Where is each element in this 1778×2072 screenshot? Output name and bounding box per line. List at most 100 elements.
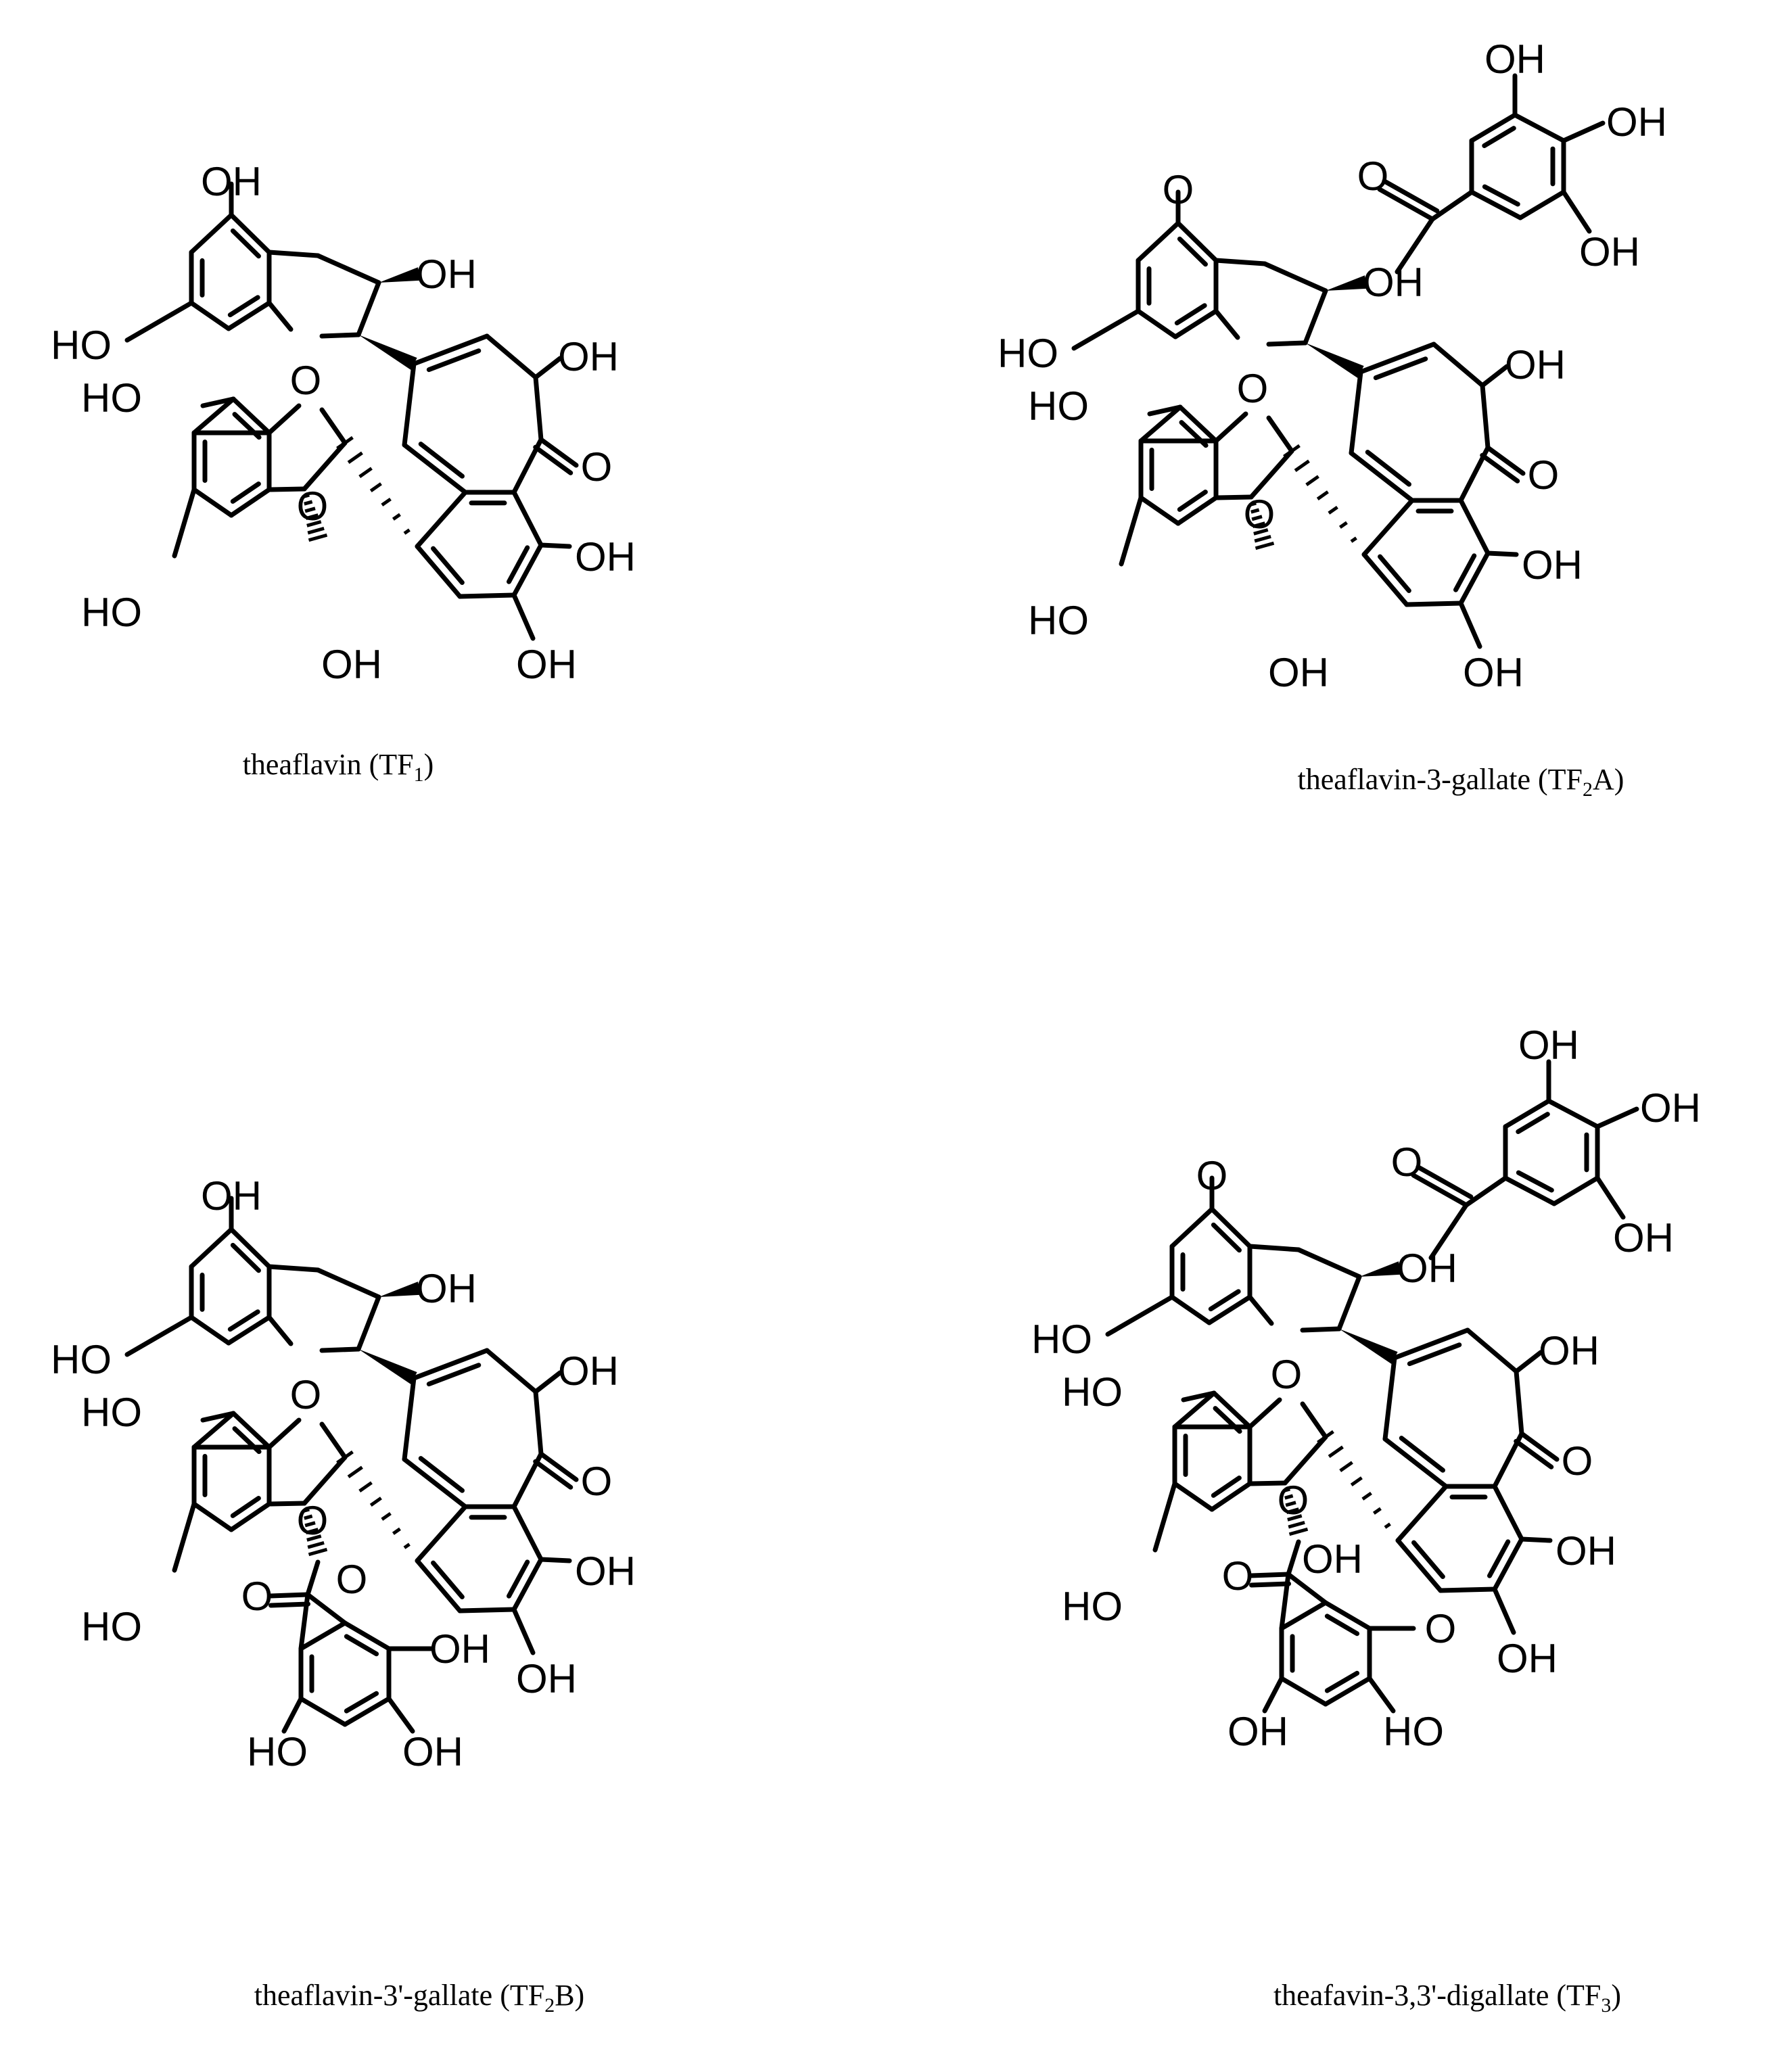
bond-line [538,437,579,468]
bond-line [1181,1390,1217,1403]
bond-line [319,1421,348,1460]
atom-label: OH [402,1729,463,1774]
bond-line [356,1294,381,1352]
atom-label: OH [516,642,577,687]
caption-suffix: A) [1593,763,1624,796]
hash-bond [381,1511,392,1521]
bond-line [402,1457,468,1509]
atom-label: OH [1640,1085,1701,1131]
structure-caption: theaflavin (TF1) [243,748,434,786]
hash-bond [1338,521,1348,529]
theaflavin-core [124,181,579,641]
bond-line [1373,356,1428,381]
bond-line [1382,1355,1397,1442]
bond-line [298,1696,348,1727]
atom-label: OH [575,1549,636,1594]
hash-bond [1251,515,1263,521]
atom-label: O [290,1372,322,1417]
bond-line [172,1501,197,1573]
bond-line [1105,1294,1175,1337]
atom-label: O [297,1498,329,1543]
bond-line [1262,261,1328,293]
atom-label: OH [416,1266,477,1311]
hash-bond [305,1528,319,1535]
caption-subscript: 1 [414,763,424,786]
bond-line [457,1607,517,1614]
atom-label: OH [1484,37,1545,82]
bond-line [1175,495,1219,526]
bond-line [431,1560,465,1599]
bond-line [1136,308,1178,339]
bond-line [191,1411,236,1450]
bond-line [402,361,417,448]
bond-line [1519,1431,1560,1462]
atom-label: OH [1227,1709,1288,1754]
bond-line [1279,1676,1328,1707]
bond-line [1516,1112,1550,1134]
atom-label: HO [51,1337,112,1382]
hash-bond [1255,541,1275,550]
hash-bond [1252,521,1266,529]
atom-label: HO [1062,1584,1123,1629]
hash-bond [308,533,328,542]
bond-line [268,1501,307,1507]
bond-line [511,490,544,548]
bond-line [342,1620,392,1651]
bond-line [1458,601,1482,649]
bond-line [1071,308,1141,351]
bond-line [1177,490,1208,512]
atom-label: HO [998,331,1058,376]
hash-bond [304,1514,313,1520]
bond-line [411,1348,490,1381]
wedge-bond [379,267,421,283]
bond-line [1367,1676,1396,1714]
bond-line [1416,1164,1474,1200]
hash-bond [1285,1501,1296,1507]
atom-label: HO [1028,383,1089,429]
caption-suffix: B) [555,1979,584,2012]
bond-line [507,545,530,584]
bond-line [1211,1390,1253,1430]
bond-line [1300,1326,1342,1333]
bond-line [1411,1173,1469,1208]
bond-line [457,592,517,599]
atom-label: OH [1555,1528,1616,1574]
bond-line [1518,189,1566,220]
theaflavin-core [124,1196,579,1734]
bond-line [1213,411,1248,444]
atom-label: OH [1539,1328,1599,1373]
bond-line [1349,450,1415,503]
atom-label: HO [1031,1317,1092,1362]
hash-bond [369,1497,382,1507]
hash-bond [1288,1527,1309,1536]
bond-line [1458,498,1491,556]
bond-line [1175,220,1219,263]
atom-label: O [1357,154,1389,199]
atom-label: O [1237,366,1269,411]
bond-line [189,300,231,331]
bond-line [1361,498,1415,557]
hash-bond [304,1521,316,1528]
bond-line [1469,189,1523,220]
bond-line [1482,126,1516,148]
bond-line [266,1315,294,1346]
bond-line [538,1451,579,1482]
bond-line [1247,1294,1274,1326]
bond-line [533,1389,544,1457]
bond-line [266,1417,302,1450]
bond-line [1407,1342,1462,1367]
bond-line [511,1557,544,1612]
bond-line [232,412,262,440]
bond-line [484,1348,538,1394]
structure-caption: theafavin-3,3'-digallate (TF3) [1273,1979,1621,2017]
atom-label: OH [575,534,636,580]
bond-line [1336,1274,1362,1332]
bond-line [1324,1670,1360,1693]
bond-line [319,1346,361,1353]
bond-line [1465,1327,1519,1374]
hash-bond [1286,1507,1300,1515]
bond-line [1546,1098,1600,1129]
